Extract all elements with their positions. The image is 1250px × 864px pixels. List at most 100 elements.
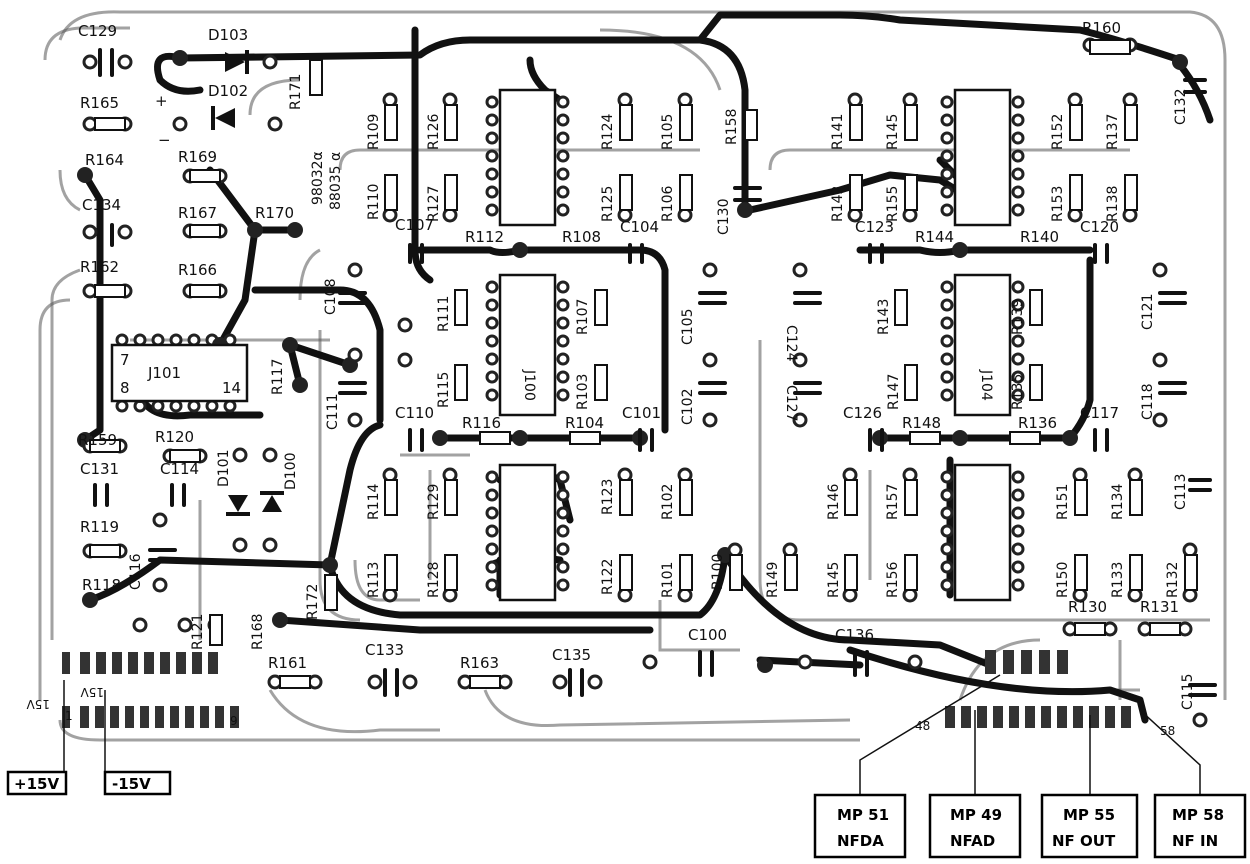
label-d101: D101 [216,449,232,487]
label-r109: R109 [366,114,382,150]
resistor-body [894,289,908,326]
test-point-box-mp58 [1153,793,1247,859]
resistor-body [1074,479,1088,516]
solder-pad [556,488,570,502]
label-r167: R167 [178,204,217,222]
solder-pad [1011,506,1025,520]
solder-pad [232,537,248,553]
resistor-body [1184,554,1198,591]
edge-pin [230,706,239,728]
label-r108: R108 [562,228,601,246]
label-c132: C132 [1173,89,1189,126]
supply-box-pos [6,770,68,796]
resistor-body [1129,554,1143,591]
label-r134: R134 [1110,483,1126,520]
label-r102: R102 [660,484,676,520]
solder-pad [1062,430,1078,446]
label-r142: R142 [830,186,846,222]
edge-pin [215,706,224,728]
label-c116: C113 [1173,474,1189,511]
label-c110: C110 [395,404,434,422]
resistor-body [679,104,693,141]
resistor-body [849,104,863,141]
label-r168: R168 [250,614,266,650]
resistor-body [1149,622,1181,636]
solder-pad [432,430,448,446]
solder-pad [757,657,773,673]
label-r125: R125 [600,186,616,222]
resistor-body [904,479,918,516]
solder-pad [940,488,954,502]
edge-pin [125,706,134,728]
test-points: MP 51 NFDA MP 49 NFAD MP 55 NF OUT MP 58… [813,793,1247,859]
solder-pad [512,242,528,258]
label-c121: C121 [1140,294,1156,331]
ic-j101 [110,343,249,403]
resistor-body [904,104,918,141]
solder-pad [347,412,363,428]
test-point-name-mp51: NFDA [837,832,884,850]
solder-pad [172,116,188,132]
label-c129: C129 [78,22,117,40]
label-r112: R112 [465,228,504,246]
solder-pad [556,131,570,145]
solder-pad [556,167,570,181]
test-point-name-mp49: NFAD [950,832,995,850]
label-r116: R116 [462,414,501,432]
resistor-body [324,574,338,611]
label-r140: R140 [1020,228,1059,246]
test-point-id-mp51: MP 51 [837,806,889,824]
label-c117: C117 [1080,404,1119,422]
solder-pad [1152,352,1168,368]
solder-pad [152,577,168,593]
solder-pad [485,113,499,127]
edge-pin [1121,706,1131,728]
resistor-body [189,224,221,238]
solder-pad [702,352,718,368]
label-c136: C136 [835,626,874,644]
supply-neg: -15V [112,775,151,793]
solder-pad [485,524,499,538]
resistor-body [844,479,858,516]
label-pin-7: 7 [120,351,130,369]
solder-pad [792,412,808,428]
label-r117: R117 [270,359,286,395]
label-c108: C108 [323,279,339,316]
edge-pin [96,652,106,674]
supply-pos: +15V [14,775,59,793]
solder-pad [1011,131,1025,145]
label-r170: R170 [255,204,294,222]
resistor-body [384,479,398,516]
resistor-body [1074,554,1088,591]
label-j100: J100 [521,369,537,401]
solder-pad [262,447,278,463]
solder-pad [1011,542,1025,556]
solder-pad [397,352,413,368]
solder-pad [262,54,278,70]
label-j104: J104 [978,369,994,401]
solder-pad [223,399,237,413]
label-r133: R133 [1110,562,1126,598]
resistor-body [189,169,221,183]
solder-pad [556,370,570,384]
label-r171: R171 [288,74,304,110]
label-c118: C118 [1140,384,1156,421]
resistor-body [89,544,121,558]
resistor-body [1009,431,1041,445]
capacitor-symbols [93,48,1217,697]
label-c133: C133 [365,641,404,659]
test-point-box-mp51 [813,793,907,859]
resistor-body [1069,174,1083,211]
edge-pin [1009,706,1019,728]
solder-pad [77,167,93,183]
solder-pad [940,95,954,109]
label-code-1: 98032α [310,151,326,205]
edge-pin [144,652,154,674]
solder-pad [187,333,201,347]
label-r144: R144 [915,228,954,246]
label-c135: C135 [552,646,591,664]
solder-pad [151,333,165,347]
solder-pad [485,334,499,348]
solder-pad [485,578,499,592]
